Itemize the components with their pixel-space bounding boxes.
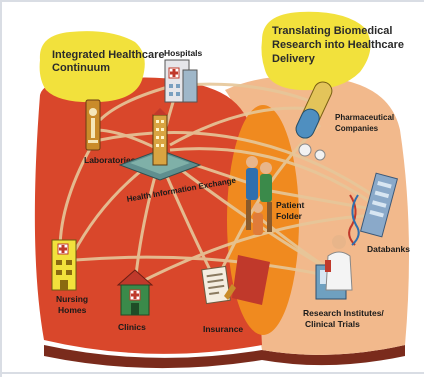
link-labs-databanks [99,131,381,202]
patient-family-icon [232,156,272,305]
pharmaceutical-capsule-icon [295,81,333,161]
frame-left-border [0,0,2,377]
bubble-right-line-1: Translating Biomedical [272,25,392,37]
link-hie-databanks [169,147,376,207]
insurance-document-icon [201,265,236,305]
label-laboratories: Laboratories [84,155,136,165]
frame-bottom-border [0,372,424,374]
bubble-left [39,31,145,103]
label-pharma-line-2: Companies [335,124,379,133]
link-nursing-research [74,255,326,277]
label-hospitals: Hospitals [164,48,203,58]
label-nursing-line-2: Homes [58,305,87,315]
frame-top-border [0,0,424,2]
label-research-line-2: Clinical Trials [305,319,360,329]
label-databanks: Databanks [367,244,410,254]
link-clinics-databanks [134,213,381,287]
bubble-right [261,11,371,91]
databank-server-icon [348,172,399,246]
link-hospitals-labs [98,83,176,122]
bubble-left-line-1: Integrated Healthcare [52,49,164,61]
link-labs-nursing [58,139,97,251]
research-scientist-icon [315,235,353,300]
link-patient-databanks [264,188,379,212]
clinic-building-icon [116,269,154,316]
label-patient-folder-line-1: Patient [276,200,305,210]
base-shadow [44,345,405,369]
label-patient-folder-line-2: Folder [276,211,303,221]
label-nursing-line-1: Nursing [56,294,88,304]
hospital-building-icon [164,59,198,103]
bubble-right-line-3: Delivery [272,53,316,65]
label-pharma-line-1: Pharmaceutical [335,113,394,122]
health-information-exchange-icon [118,108,202,181]
label-insurance: Insurance [203,324,243,334]
bubble-right-line-2: Research into Healthcare [272,39,404,51]
link-hospitals-pharma [184,82,321,107]
nursing-home-icon [51,239,77,291]
bubble-left-line-2: Continuum [52,62,110,74]
link-hie-pharma [169,106,321,147]
label-clinics: Clinics [118,322,146,332]
laboratory-microscope-icon [85,99,101,151]
label-research-line-1: Research Institutes/ [303,308,384,318]
